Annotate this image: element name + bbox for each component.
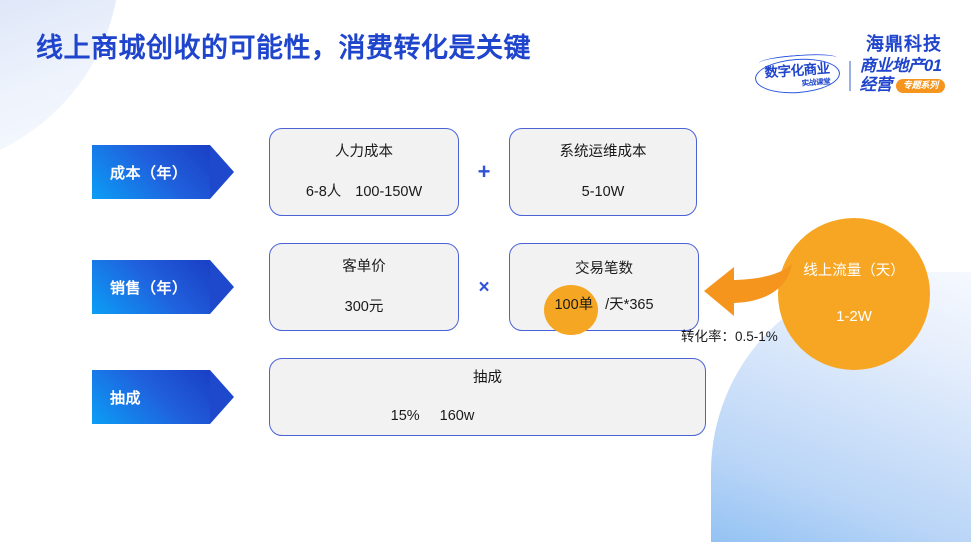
card-labor-cost-amount: 100-150W [355, 184, 423, 200]
series-block: 商业地产01 经营 专题系列 [859, 57, 945, 95]
card-labor-cost-title: 人力成本 [335, 143, 393, 160]
card-commission: 抽成 15% 160w [269, 358, 706, 436]
series-line-2: 经营 [859, 76, 893, 95]
card-unit-price-title: 客单价 [342, 258, 386, 275]
brand-block: 海鼎科技 数字化商业 实战课堂 商业地产01 经营 专题系列 [745, 30, 945, 102]
card-labor-cost: 人力成本 6-8人 100-150W [269, 128, 459, 216]
card-transaction-count-value: 100单 /天*365 [544, 285, 654, 335]
highlight-ellipse [544, 285, 599, 335]
conversion-rate-label: 转化率：0.5-1% [681, 329, 778, 344]
row-tag-commission: 抽成 [92, 370, 234, 424]
course-logo: 数字化商业 实战课堂 [754, 52, 842, 97]
card-transaction-count: 交易笔数 100单 /天*365 [509, 243, 699, 335]
card-system-ops-cost-value: 5-10W [581, 184, 625, 200]
series-line-1: 商业地产01 [859, 57, 942, 75]
row-commission: 抽成 抽成 15% 160w [92, 358, 706, 436]
row-cost: 成本（年） 人力成本 6-8人 100-150W + 系统运维成本 5-10W [92, 128, 697, 216]
row-sales: 销售（年） 客单价 300元 × 交易笔数 100单 /天*365 [92, 243, 699, 335]
card-unit-price: 客单价 300元 [269, 243, 459, 331]
company-name: 海鼎科技 [866, 34, 942, 54]
card-commission-amount: 160w [439, 408, 475, 424]
brand-lower-row: 数字化商业 实战课堂 商业地产01 经营 专题系列 [754, 52, 945, 97]
row-tag-sales-label: 销售（年） [110, 279, 188, 297]
card-transaction-count-title: 交易笔数 [575, 260, 633, 277]
row-tag-commission-label: 抽成 [110, 389, 142, 407]
card-system-ops-cost: 系统运维成本 5-10W [509, 128, 697, 216]
operator-plus: + [477, 159, 491, 184]
page-title: 线上商城创收的可能性，消费转化是关键 [36, 33, 531, 63]
traffic-circle: 线上流量（天） 1-2W [778, 218, 930, 370]
traffic-circle-title: 线上流量（天） [803, 263, 905, 280]
conversion-arrow-icon [704, 264, 792, 316]
series-badge: 专题系列 [895, 78, 945, 94]
card-transaction-count-orders: 100单 [554, 297, 594, 313]
traffic-circle-value: 1-2W [836, 307, 872, 325]
card-system-ops-cost-title: 系统运维成本 [559, 143, 647, 160]
card-commission-rate: 15% [390, 408, 420, 424]
brand-divider [849, 61, 851, 92]
card-labor-cost-headcount: 6-8人 [305, 184, 342, 200]
card-commission-title: 抽成 [473, 369, 502, 386]
row-tag-cost-label: 成本（年） [110, 164, 188, 182]
row-tag-cost: 成本（年） [92, 145, 234, 199]
card-commission-value: 15% 160w [391, 409, 475, 424]
card-transaction-count-period: /天*365 [605, 297, 654, 313]
series-line-2-row: 经营 专题系列 [859, 76, 945, 95]
card-unit-price-value: 300元 [344, 299, 384, 315]
card-labor-cost-value: 6-8人 100-150W [306, 185, 422, 200]
row-tag-sales: 销售（年） [92, 260, 234, 314]
operator-multiply: × [478, 276, 490, 298]
